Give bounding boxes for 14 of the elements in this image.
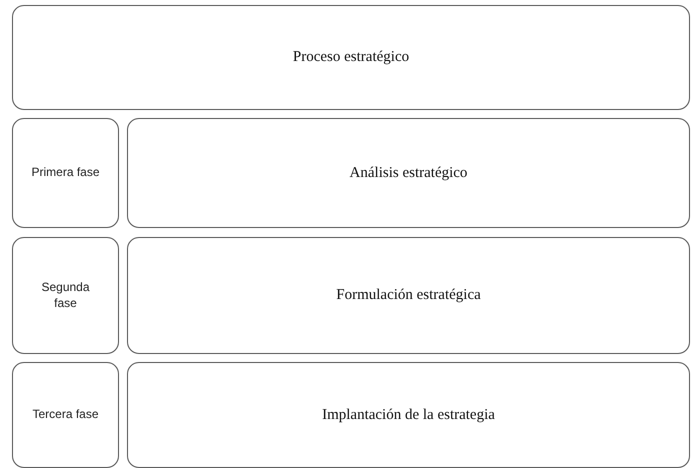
stage-label: Análisis estratégico — [350, 164, 468, 182]
stage-box — [12, 5, 690, 110]
phase-label: Primera fase — [31, 165, 100, 181]
stage-label: Proceso estratégico — [292, 49, 410, 66]
phase-label: Tercera fase — [32, 407, 99, 423]
stage-box — [127, 118, 690, 228]
stage-label: Formulación estratégica — [336, 287, 481, 304]
phase-box — [12, 118, 119, 228]
stage-label: Implantación de la estrategia — [322, 406, 495, 424]
stage-box — [127, 237, 690, 354]
phase-label: Segunda fase — [40, 280, 91, 312]
stage-box — [127, 362, 690, 468]
phase-box — [12, 237, 119, 354]
phase-box — [12, 362, 119, 468]
